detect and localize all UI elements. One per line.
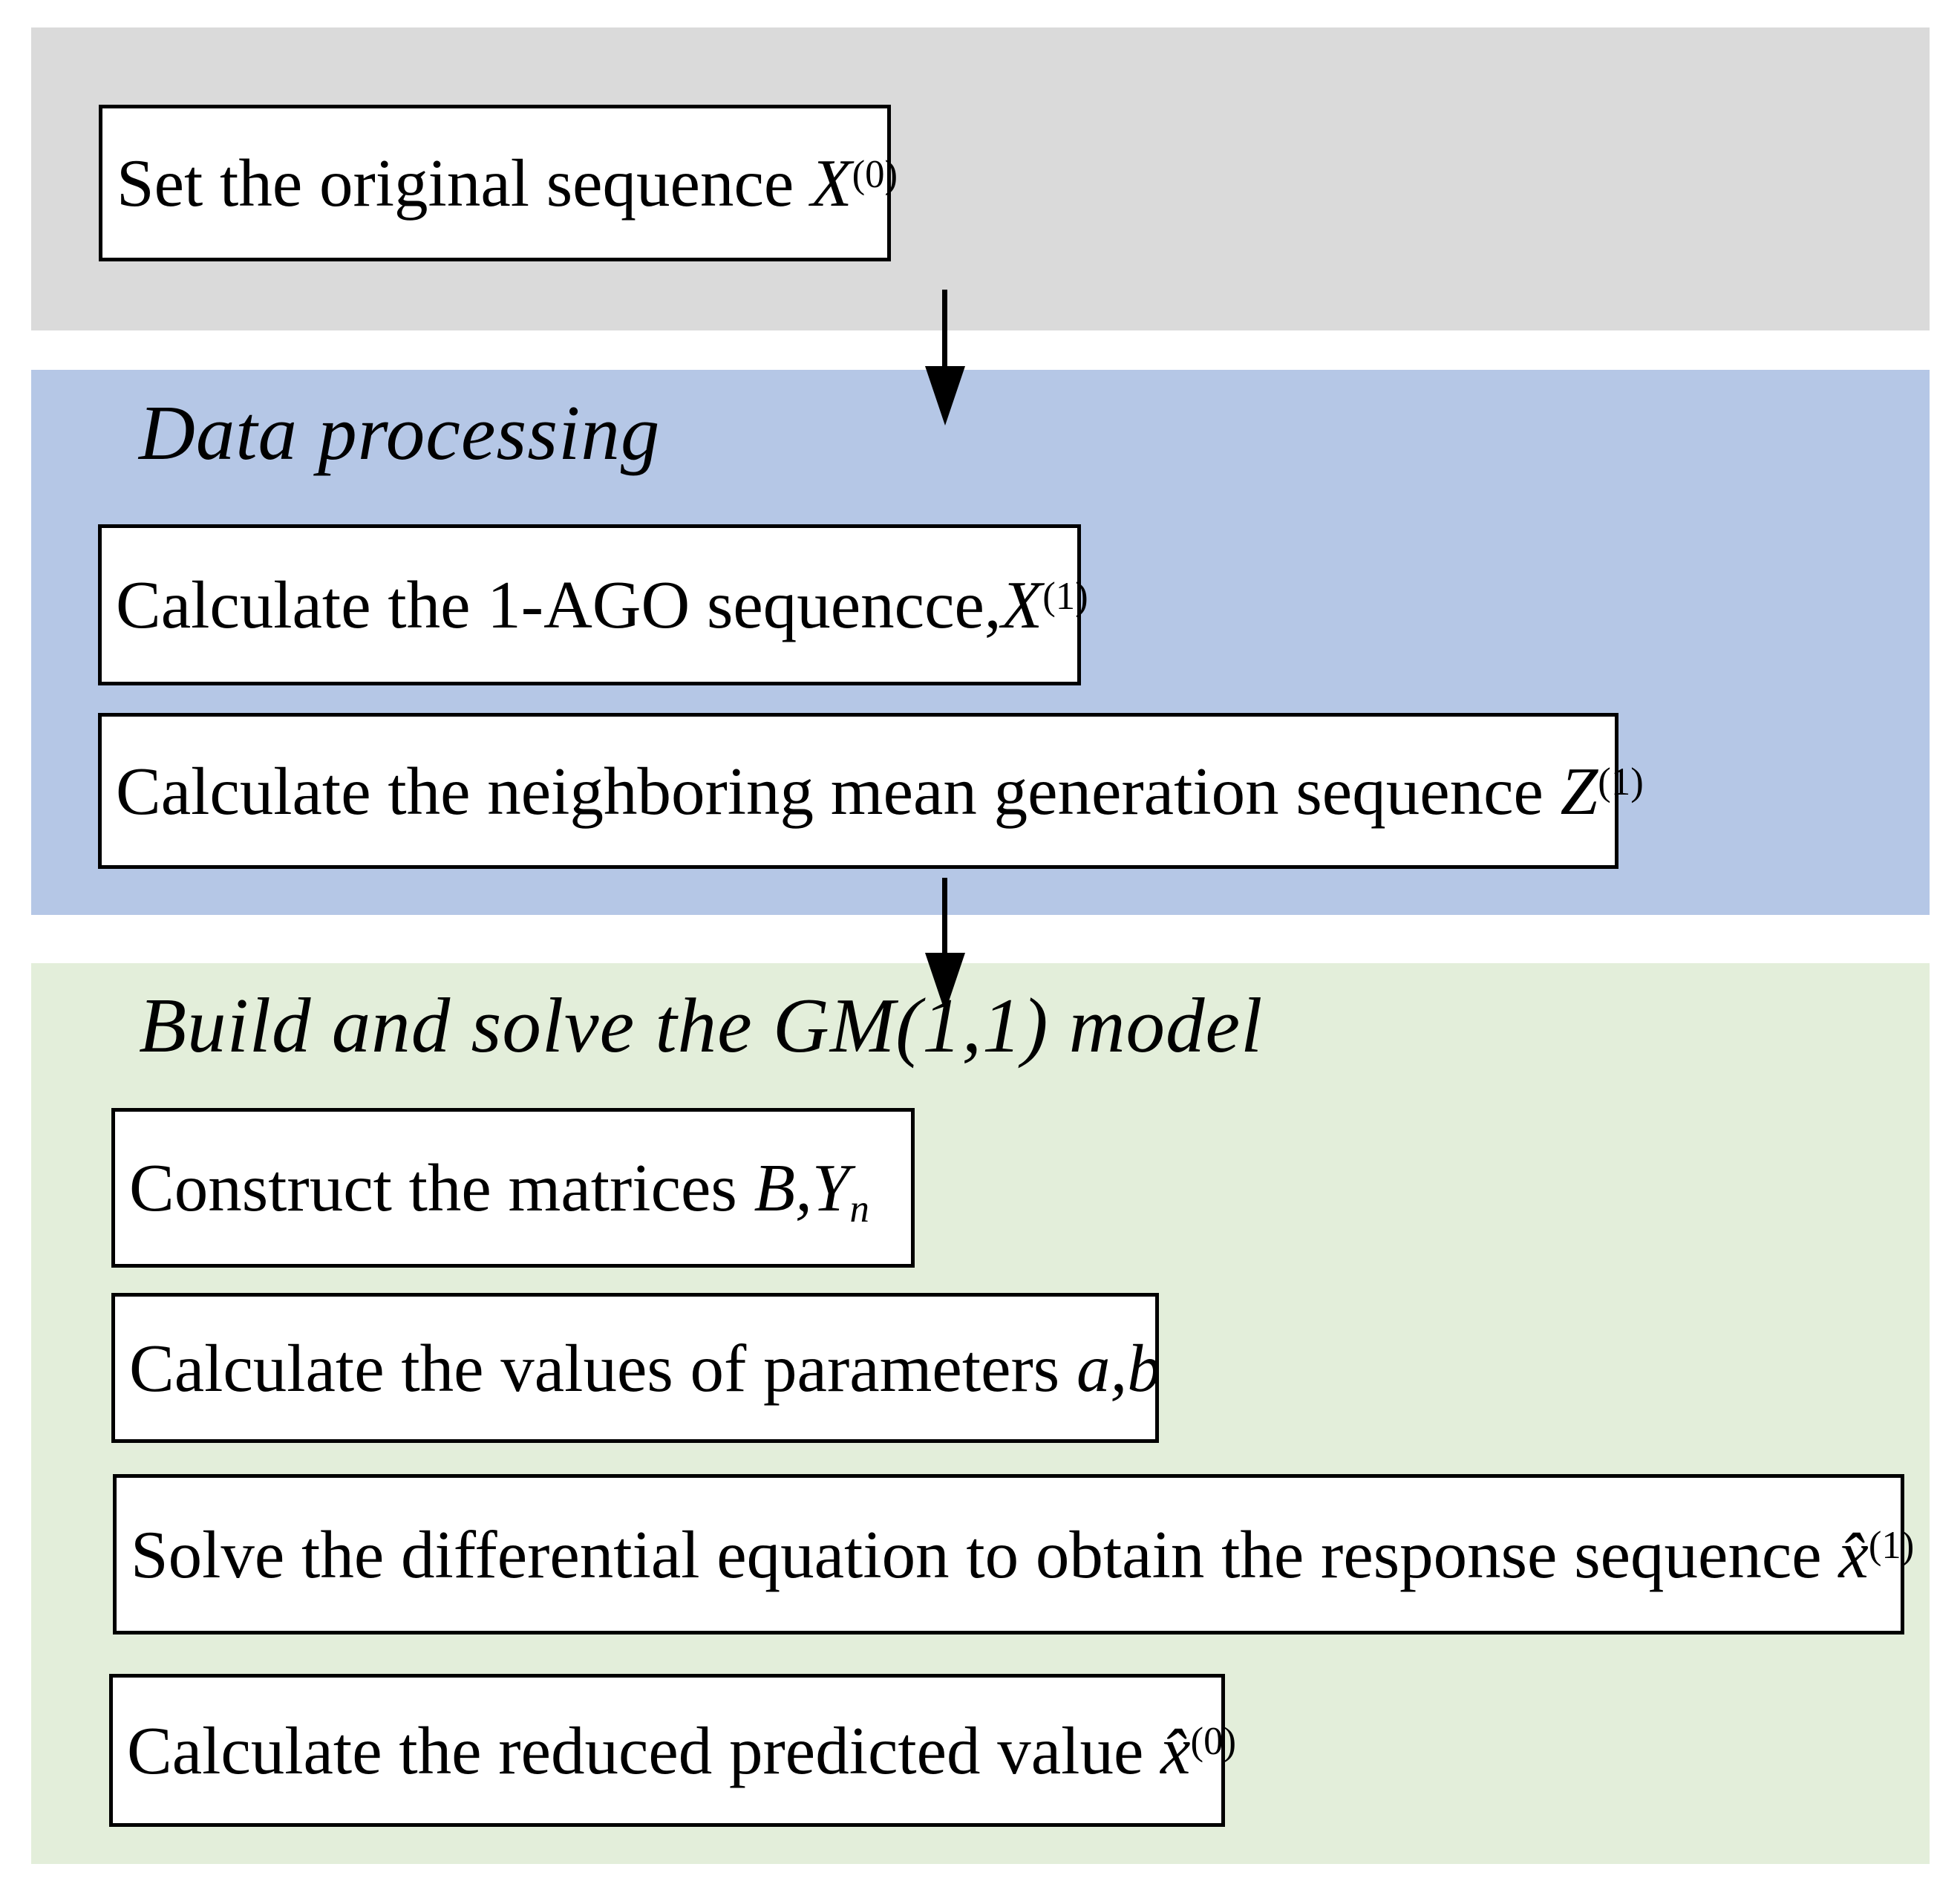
arrow-shaft xyxy=(942,290,947,369)
stage-title-data-processing: Data processing xyxy=(139,389,661,476)
node-calculate-parameters: Calculate the values of parameters a,b xyxy=(111,1293,1161,1443)
node-solve-differential-equation: Solve the differential equation to obtai… xyxy=(113,1474,1914,1635)
math-var: a,b xyxy=(1076,1330,1161,1406)
flow-arrow-input-to-data-processing xyxy=(925,290,965,426)
node-text: Calculate the reduced predicted value x̂… xyxy=(127,1712,1237,1788)
flow-arrow-data-processing-to-model xyxy=(925,878,965,1012)
math-var: B,Y xyxy=(754,1150,850,1225)
arrow-head-icon xyxy=(925,953,965,1012)
math-var: Z xyxy=(1560,753,1598,829)
node-text: Calculate the values of parameters a,b xyxy=(129,1330,1161,1406)
math-superscript: (1) xyxy=(1042,574,1088,618)
stage-title-build-solve-model: Build and solve the GM(1,1) model xyxy=(139,982,1264,1069)
math-var: X xyxy=(810,146,852,221)
math-var: x̂ xyxy=(1160,1712,1191,1788)
node-text: Construct the matrices B,Yn xyxy=(129,1150,869,1231)
node-text: Solve the differential equation to obtai… xyxy=(131,1516,1915,1592)
math-superscript: (1) xyxy=(1598,760,1644,804)
node-calculate-1ago-sequence: Calculate the 1-AGO sequencce,X(1) xyxy=(98,524,1088,685)
math-superscript: (0) xyxy=(852,152,898,196)
node-text: Set the original sequence X(0) xyxy=(117,146,898,221)
node-calculate-mean-generation-sequence: Calculate the neighboring mean generatio… xyxy=(98,713,1644,869)
node-set-original-sequence: Set the original sequence X(0) xyxy=(99,105,898,261)
node-calculate-reduced-predicted-value: Calculate the reduced predicted value x̂… xyxy=(109,1674,1236,1827)
math-var: X xyxy=(1001,567,1043,642)
node-construct-matrices: Construct the matrices B,Yn xyxy=(111,1108,915,1268)
node-text: Calculate the neighboring mean generatio… xyxy=(116,753,1644,829)
math-superscript: (1) xyxy=(1868,1524,1915,1568)
math-var: x̂ xyxy=(1838,1516,1869,1592)
node-text: Calculate the 1-AGO sequencce,X(1) xyxy=(116,567,1088,642)
math-superscript: (0) xyxy=(1190,1720,1237,1764)
arrow-shaft xyxy=(942,878,947,956)
math-subscript: n xyxy=(849,1187,869,1231)
arrow-head-icon xyxy=(925,366,965,426)
